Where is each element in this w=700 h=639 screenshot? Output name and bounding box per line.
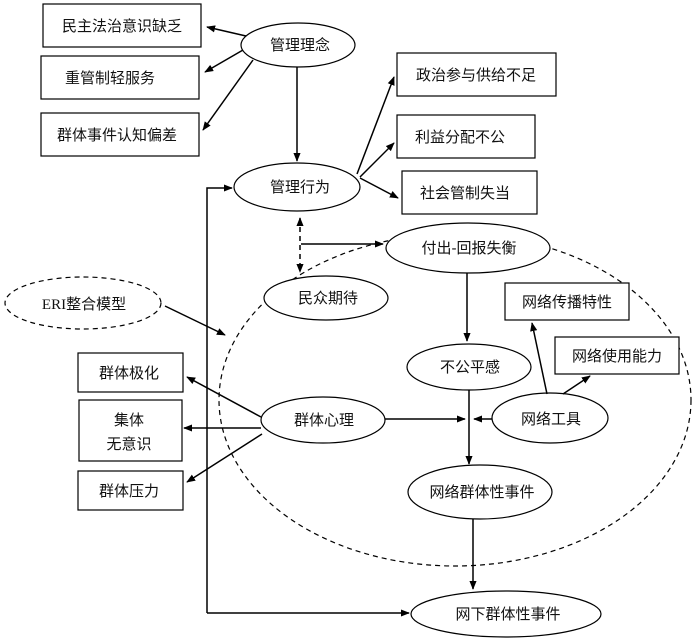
node-management-concept: 管理理念 <box>240 22 356 68</box>
node-unfairness: 不公平感 <box>406 343 532 391</box>
node-label: 管理行为 <box>270 178 330 196</box>
box-label: 利益分配不公 <box>415 128 505 146</box>
box-group-pressure: 群体压力 <box>77 470 184 511</box>
box-label-line1: 集体 <box>114 411 144 429</box>
box-collective-unconscious: 集体 无意识 <box>78 399 183 462</box>
box-event-cognition-bias: 群体事件认知偏差 <box>40 112 200 157</box>
arrow-behavior-to-political <box>356 76 395 175</box>
node-public-expectation: 民众期待 <box>263 275 389 321</box>
node-network-tools: 网络工具 <box>491 392 609 444</box>
box-label: 群体事件认知偏差 <box>57 126 177 144</box>
box-label: 群体极化 <box>99 364 159 382</box>
node-online-mass-incident: 网络群体性事件 <box>407 464 553 520</box>
box-label: 社会管制失当 <box>420 184 510 202</box>
box-control-over-service: 重管制轻服务 <box>40 55 200 100</box>
box-democracy-awareness: 民主法治意识缺乏 <box>42 3 202 48</box>
box-interest-distribution: 利益分配不公 <box>396 114 536 159</box>
arrow-concept-to-control <box>204 49 244 73</box>
node-label: 网下群体性事件 <box>455 605 560 623</box>
node-offline-mass-incident: 网下群体性事件 <box>410 590 602 638</box>
node-label: 网络工具 <box>521 410 581 428</box>
arrow-concept-to-democracy <box>206 25 247 37</box>
arrow-loop-to-behavior <box>206 184 233 613</box>
arrow-behavior-to-interest <box>359 142 395 178</box>
node-effort-reward-imbalance: 付出-回报失衡 <box>385 222 551 274</box>
arrow-eri-to-region <box>164 305 226 336</box>
box-network-usage: 网络使用能力 <box>554 336 680 375</box>
box-network-spread: 网络传播特性 <box>504 282 630 321</box>
box-label: 网络传播特性 <box>522 293 612 311</box>
box-political-participation: 政治参与供给不足 <box>396 52 557 97</box>
box-group-polarization: 群体极化 <box>77 352 184 393</box>
arrow-psychology-to-polarization <box>186 376 262 418</box>
node-label: 群体心理 <box>294 411 354 429</box>
arrow-tools-to-spread <box>530 322 548 395</box>
box-label-line2: 无意识 <box>106 435 151 453</box>
box-label: 网络使用能力 <box>572 347 662 365</box>
arrow-psychology-to-pressure <box>186 433 263 483</box>
arrow-concept-to-cognition <box>202 59 254 131</box>
box-social-control: 社会管制失当 <box>401 170 538 215</box>
node-management-behavior: 管理行为 <box>233 162 361 212</box>
node-eri-model: ERI整合模型 <box>4 276 162 330</box>
node-label: 民众期待 <box>298 289 358 307</box>
arrow-behavior-to-social <box>359 177 399 199</box>
node-label: 管理理念 <box>270 36 330 54</box>
box-label: 重管制轻服务 <box>65 69 155 87</box>
node-label: 不公平感 <box>440 358 500 376</box>
box-label: 政治参与供给不足 <box>416 66 536 84</box>
box-label: 群体压力 <box>99 482 159 500</box>
node-label: 付出-回报失衡 <box>421 239 516 257</box>
box-label: 民主法治意识缺乏 <box>62 17 182 35</box>
node-label: ERI整合模型 <box>42 296 126 313</box>
node-group-psychology: 群体心理 <box>260 396 386 444</box>
arrow-tools-to-usage <box>562 375 591 395</box>
node-label: 网络群体性事件 <box>429 483 534 501</box>
